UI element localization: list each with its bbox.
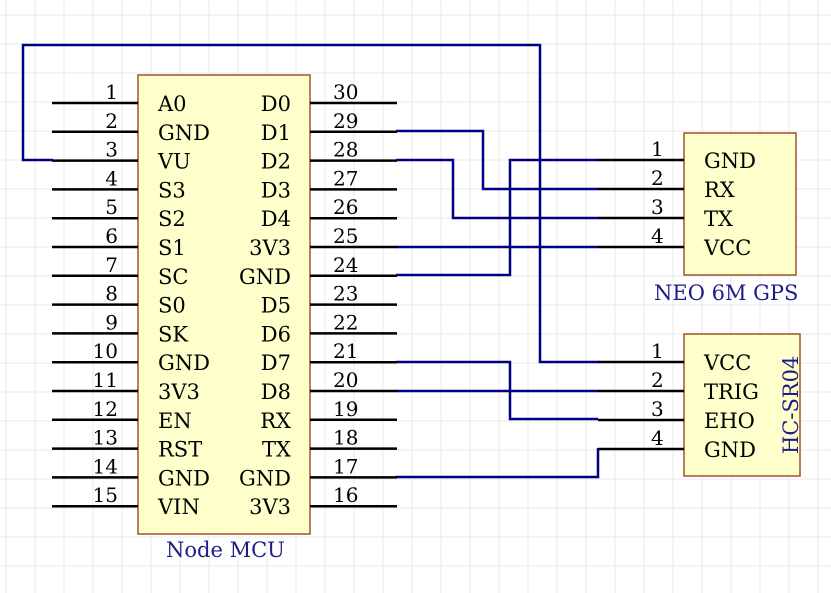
wire-gnd-to-sonar-gnd[interactable] xyxy=(396,448,600,479)
nodemcu-right-pin-label: GND xyxy=(239,466,291,490)
nodemcu-body[interactable] xyxy=(137,74,311,535)
nodemcu-left-pin-number: 6 xyxy=(105,224,118,248)
gps-pin-number: 1 xyxy=(651,137,664,161)
gps-pin-number: 4 xyxy=(651,224,664,248)
nodemcu-right-pin-number: 16 xyxy=(333,483,358,507)
gps-pin-number: 3 xyxy=(651,195,664,219)
nodemcu-right-pin-number: 30 xyxy=(333,80,358,104)
nodemcu-right-pin-number: 25 xyxy=(333,224,358,248)
nodemcu-left-pin-number: 8 xyxy=(105,282,118,306)
nodemcu-right-pin-number: 20 xyxy=(333,368,358,392)
nodemcu-left-pin-number: 1 xyxy=(105,80,118,104)
nodemcu-right-pin-label: D1 xyxy=(261,121,291,145)
nodemcu-right-pin-label: D4 xyxy=(261,207,291,231)
nodemcu-right-pin-label: D2 xyxy=(261,150,291,174)
nodemcu-right-pin-label: D8 xyxy=(261,380,291,404)
nodemcu-left-pin-number: 10 xyxy=(93,339,118,363)
sonar-pin-number: 2 xyxy=(651,368,664,392)
nodemcu-left-pin-label: GND xyxy=(158,121,210,145)
wires xyxy=(21,43,600,479)
sonar-pin-number: 1 xyxy=(651,339,664,363)
nodemcu-right-pin-label: D3 xyxy=(261,178,291,202)
nodemcu-left-pin-label: SC xyxy=(158,265,188,289)
sonar-body[interactable] xyxy=(683,333,801,477)
gps-pin-label: VCC xyxy=(703,236,751,260)
nodemcu-right-pin-label: D7 xyxy=(261,351,291,375)
sonar-pin-number: 4 xyxy=(651,426,664,450)
nodemcu-left-pin-label: RST xyxy=(158,438,202,462)
nodemcu-name: Node MCU xyxy=(166,538,285,562)
gps-pin-number: 2 xyxy=(651,166,664,190)
nodemcu-right-pin-number: 26 xyxy=(333,195,358,219)
nodemcu-left-pin-number: 9 xyxy=(105,310,118,334)
wire-vu-to-sonar-vcc[interactable] xyxy=(21,43,598,364)
gps-pin-label: RX xyxy=(704,178,735,202)
nodemcu-left-pin-label: S3 xyxy=(158,178,186,202)
nodemcu-left-pin-label: S2 xyxy=(158,207,186,231)
nodemcu-right-pin-number: 18 xyxy=(333,426,358,450)
nodemcu-left-pin-label: EN xyxy=(158,409,192,433)
nodemcu-left-pin-label: GND xyxy=(158,351,210,375)
nodemcu-left-pin-label: GND xyxy=(158,466,210,490)
gps-pin-label: GND xyxy=(704,149,756,173)
nodemcu-left-pin-number: 12 xyxy=(93,397,118,421)
nodemcu-left-pin-label: S0 xyxy=(158,294,186,318)
nodemcu-right-pin-number: 24 xyxy=(333,253,358,277)
sonar-pin-number: 3 xyxy=(651,397,664,421)
nodemcu-right-pin-label: D6 xyxy=(261,322,291,346)
gps-name: NEO 6M GPS xyxy=(654,281,798,305)
nodemcu-left-pin-label: 3V3 xyxy=(158,380,200,404)
nodemcu-left-pin-label: VIN xyxy=(157,495,200,519)
nodemcu-left-pin-label: A0 xyxy=(157,92,187,116)
nodemcu-right-pin-label: 3V3 xyxy=(249,495,291,519)
wire-gnd-to-gps-gnd[interactable] xyxy=(396,158,598,277)
nodemcu-right-pin-label: 3V3 xyxy=(249,236,291,260)
nodemcu-left-pin-number: 4 xyxy=(105,166,118,190)
nodemcu-right-pin-label: D0 xyxy=(261,92,291,116)
wire-d1-to-gps-rx[interactable] xyxy=(396,129,598,191)
nodemcu-left-pin-number: 3 xyxy=(105,138,118,162)
nodemcu-right-pin-number: 29 xyxy=(333,109,358,133)
nodemcu-left-pin-label: SK xyxy=(158,322,188,346)
nodemcu-right-pin-label: D5 xyxy=(261,294,291,318)
nodemcu-right-pin-number: 23 xyxy=(333,282,358,306)
nodemcu-left-pin-number: 11 xyxy=(93,368,118,392)
nodemcu-right-pin-label: RX xyxy=(260,409,291,433)
nodemcu-left-pin-number: 15 xyxy=(93,483,118,507)
nodemcu-right-pin-number: 27 xyxy=(333,166,358,190)
nodemcu-left-pin-number: 2 xyxy=(105,109,118,133)
nodemcu-right-pin-number: 21 xyxy=(333,339,358,363)
nodemcu-right-pin-number: 28 xyxy=(333,138,358,162)
sonar-pin-label: EHO xyxy=(704,409,755,433)
sonar-pin-label: TRIG xyxy=(704,380,759,404)
wire-d2-to-gps-tx[interactable] xyxy=(396,158,598,220)
gps-body[interactable] xyxy=(683,132,797,276)
sonar-pin-label: GND xyxy=(704,438,756,462)
nodemcu-right-pin-number: 22 xyxy=(333,310,358,334)
nodemcu-right-pin-label: TX xyxy=(262,438,291,462)
nodemcu-left-pin-number: 13 xyxy=(93,426,118,450)
nodemcu-right-pin-label: GND xyxy=(239,265,291,289)
sonar-pin-label: VCC xyxy=(703,351,751,375)
nodemcu-left-pin-label: S1 xyxy=(158,236,186,260)
sonar-name: HC-SR04 xyxy=(779,356,803,454)
nodemcu-left-pin-number: 5 xyxy=(105,195,118,219)
nodemcu-left-pin-number: 7 xyxy=(105,253,118,277)
nodemcu-right-pin-number: 19 xyxy=(333,397,358,421)
nodemcu-left-pin-label: VU xyxy=(157,150,191,174)
nodemcu-right-pin-number: 17 xyxy=(333,454,358,478)
gps-pin-label: TX xyxy=(704,207,733,231)
nodemcu-left-pin-number: 14 xyxy=(93,454,118,478)
